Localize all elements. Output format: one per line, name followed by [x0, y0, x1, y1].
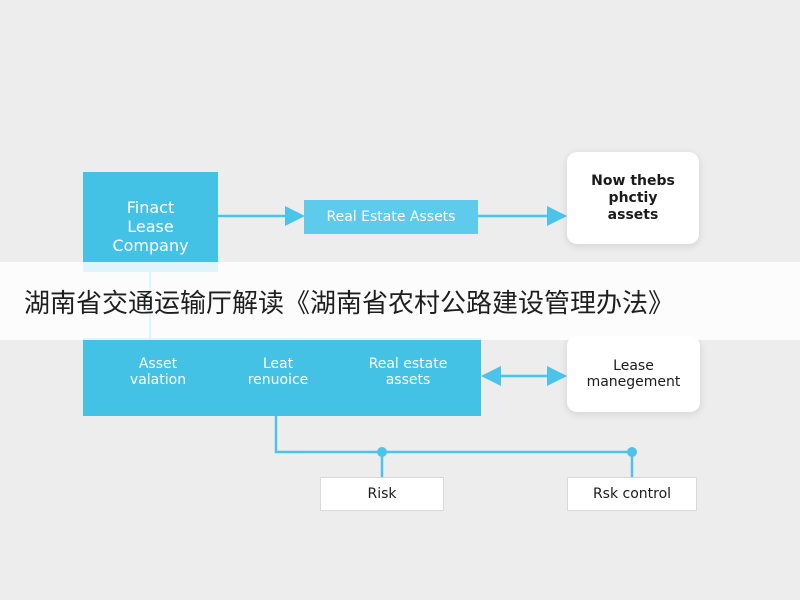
connector-risk-branch — [274, 416, 632, 454]
title-banner: 湖南省交通运输厅解读《湖南省农村公路建设管理办法》 — [0, 262, 800, 340]
node-lease-renewal: Leat renuoice — [247, 356, 309, 388]
junction-dot-risk — [377, 447, 387, 457]
node-real-estate-assets-2: Real estate assets — [368, 356, 448, 388]
banner-title: 湖南省交通运输厅解读《湖南省农村公路建设管理办法》 — [24, 288, 675, 319]
node-asset-valuation: Asset valation — [129, 356, 187, 388]
node-risk: Risk — [320, 477, 444, 511]
node-asset-group: Asset valation Leat renuoice Real estate… — [83, 338, 481, 416]
node-real-estate-assets: Real Estate Assets — [304, 200, 478, 234]
node-new-property-assets: Now thebs phctiy assets — [567, 152, 699, 244]
junction-dot-risk-control — [627, 447, 637, 457]
node-lease-management: Lease manegement — [567, 336, 700, 412]
node-risk-control: Rsk control — [567, 477, 697, 511]
node-finance-lease-company: Finact Lease Company — [83, 172, 218, 272]
